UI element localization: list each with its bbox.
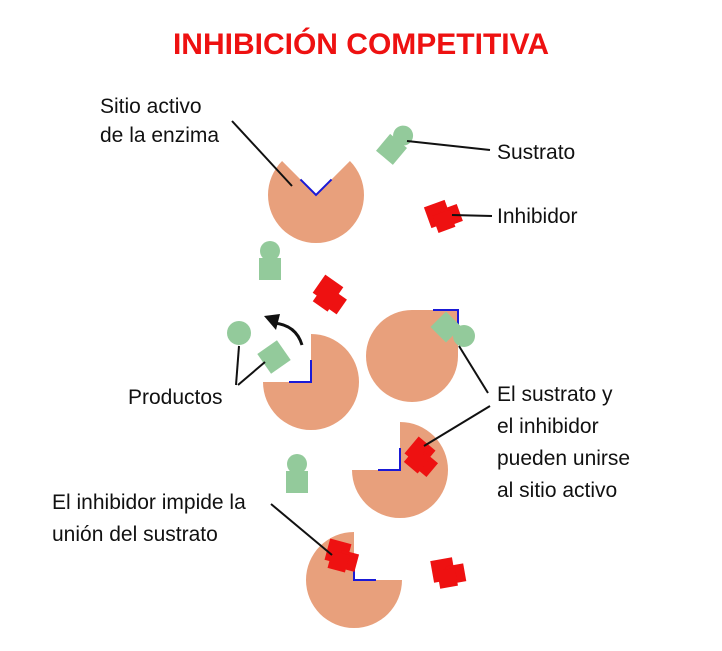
product-square xyxy=(257,340,291,374)
pointer-active-site xyxy=(231,120,293,187)
label-both-bind-line3: pueden unirse xyxy=(497,447,631,470)
label-active-site-line1: Sitio activo xyxy=(100,95,202,118)
product-circle xyxy=(227,321,251,345)
pointer-bind-a xyxy=(458,345,489,394)
diagram-title: INHIBICIÓN COMPETITIVA xyxy=(172,28,550,61)
pointer-lines xyxy=(231,120,493,556)
pointer-blocks xyxy=(270,503,333,556)
label-active-site-line2: de la enzima xyxy=(100,124,220,147)
enzyme-with-inhibitor xyxy=(351,421,449,519)
substrate-free-lower xyxy=(286,454,308,493)
pointer-products-b xyxy=(237,361,266,386)
label-inhibitor-blocks-line2: unión del sustrato xyxy=(52,523,218,546)
substrate-free-top xyxy=(376,120,418,165)
substrate-free-left xyxy=(259,241,281,280)
pointer-bind-b xyxy=(423,405,491,447)
label-inhibitor: Inhibidor xyxy=(497,205,578,228)
label-both-bind-line1: El sustrato y xyxy=(497,383,613,406)
pointer-inhibitor xyxy=(451,214,493,217)
inhibitor-free-center xyxy=(308,274,352,317)
label-products: Productos xyxy=(128,386,223,409)
pointer-products-a xyxy=(235,345,240,386)
label-both-bind-line2: el inhibidor xyxy=(497,415,599,438)
reaction-arrow xyxy=(264,314,304,346)
pointer-substrate xyxy=(406,140,491,151)
enzyme-with-substrate xyxy=(366,309,475,402)
label-substrate: Sustrato xyxy=(497,141,576,164)
inhibitor-free-bottom xyxy=(430,555,467,590)
label-inhibitor-blocks-line1: El inhibidor impide la xyxy=(52,491,246,514)
label-both-bind-line4: al sitio activo xyxy=(497,479,618,502)
